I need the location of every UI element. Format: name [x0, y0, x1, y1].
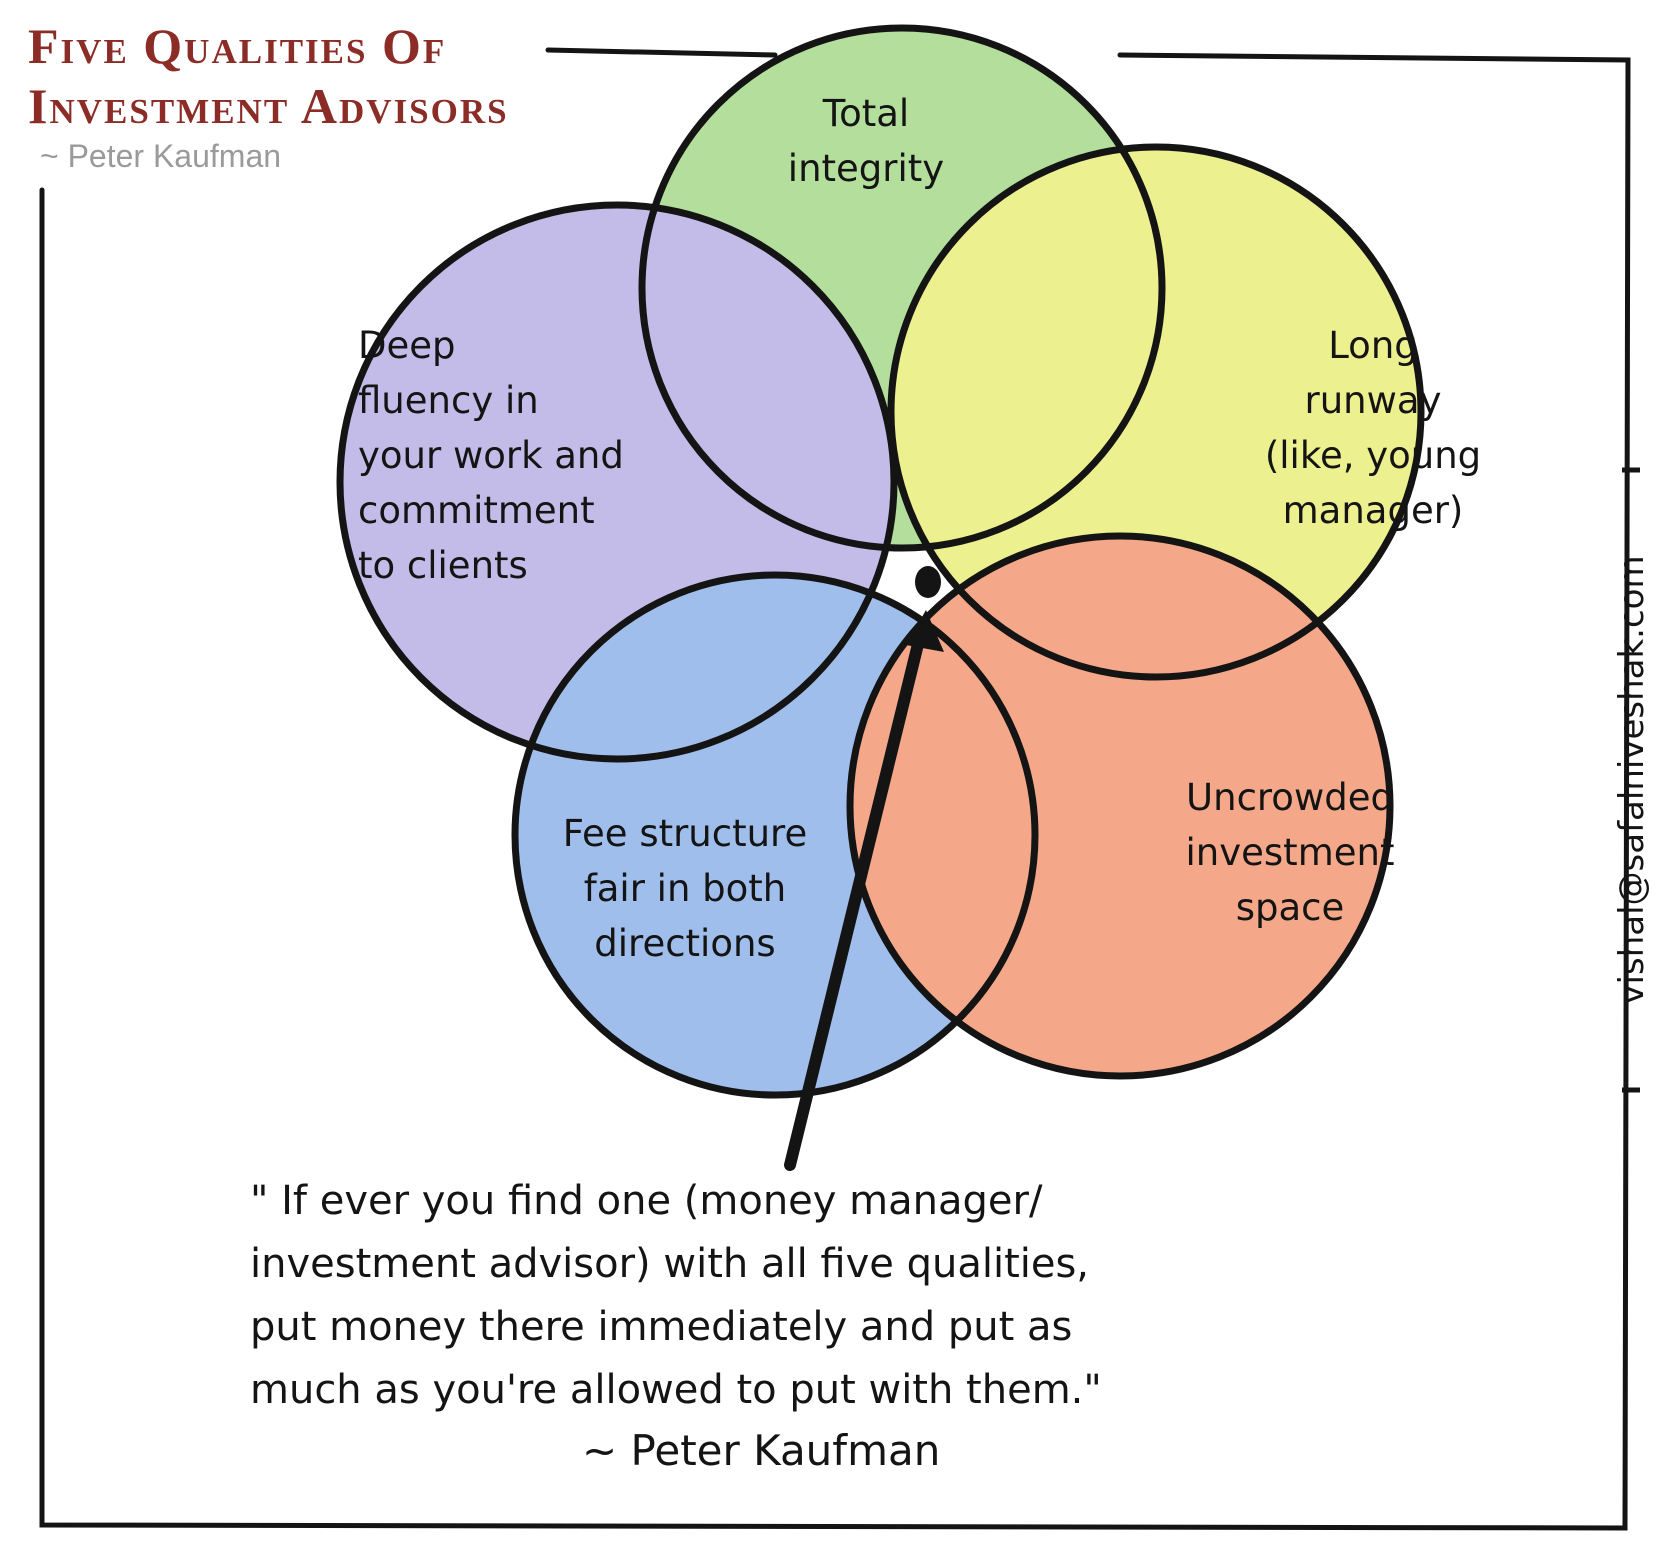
circle-outline-uncrowded — [846, 532, 1394, 1080]
diagram-title-line-1: Five Qualities Of — [28, 18, 447, 74]
label-total-integrity: Total integrity — [787, 92, 945, 190]
label-deep-fluency: Deep fluency in your work and commitment… — [358, 324, 624, 587]
center-arrow — [784, 566, 944, 1171]
circle-outline-fee — [511, 571, 1039, 1099]
border-frame — [39, 47, 1631, 1531]
circle-fill-uncrowded — [850, 536, 1390, 1076]
diagram-title-line-2: Investment Advisors — [28, 78, 509, 134]
circle-outline-integrity — [638, 24, 1166, 552]
label-fee-structure: Fee structure fair in both directions — [562, 812, 808, 965]
circle-fill-runway — [891, 147, 1421, 677]
arrowhead — [906, 610, 944, 652]
center-dot — [915, 566, 941, 598]
label-long-runway: Long runway (like, young manager) — [1264, 324, 1482, 532]
quote-text: " If ever you find one (money manager/ i… — [250, 1178, 1102, 1413]
credit-connector-lines — [1622, 467, 1640, 1093]
circle-outline-runway — [887, 143, 1425, 681]
label-uncrowded-space: Uncrowded investment space — [1185, 776, 1395, 929]
author-credit: vishal@safalniveshak.com — [1612, 555, 1652, 1005]
circle-outline-fluency — [336, 201, 898, 763]
title-attribution: ~ Peter Kaufman — [40, 138, 282, 174]
quote-attribution: ~ Peter Kaufman — [582, 1426, 941, 1475]
